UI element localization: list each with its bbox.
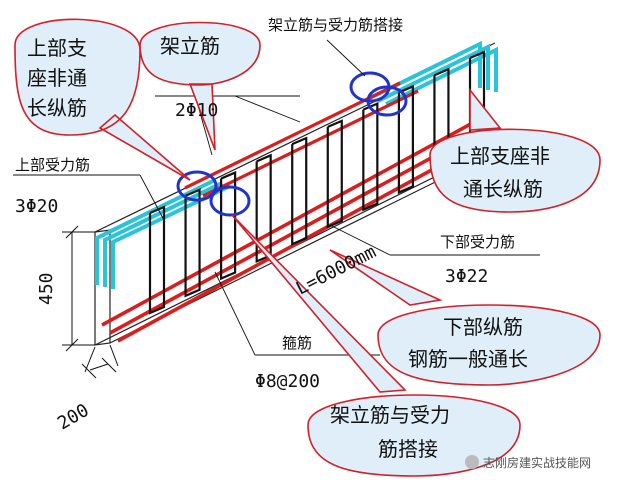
stirrup <box>397 84 414 195</box>
callout-bottom-longitudinal: 下部纵筋 钢筋一般通长 <box>329 249 601 386</box>
callout-right-line-2: 通长纵筋 <box>463 177 543 201</box>
height-dimension: 450 <box>36 272 57 305</box>
top-support-bars <box>95 40 498 289</box>
callout-top-left-line-1: 上部支 <box>27 36 87 60</box>
stirrup <box>291 136 308 246</box>
callout-bottom-long-line-2: 钢筋一般通长 <box>408 347 528 371</box>
callout-top-left-support: 上部支 座非通 长纵筋 <box>14 18 191 181</box>
lap-circles <box>176 71 408 217</box>
callout-right-line-1: 上部支座非 <box>450 144 550 168</box>
stirrup <box>362 101 379 212</box>
bottom-bar-spec: 3Φ22 <box>445 266 488 287</box>
stirrup-label: 箍筋 <box>282 334 312 352</box>
callout-erection-bar-text: 架立筋 <box>160 34 220 58</box>
callout-bottom-lap-line-2: 筋搭接 <box>378 437 438 461</box>
width-dimension: 200 <box>54 400 93 434</box>
callout-top-left-line-3: 长纵筋 <box>27 96 87 120</box>
lap-top-label: 架立筋与受力筋搭接 <box>268 16 403 34</box>
top-bar-label: 上部受力筋 <box>15 156 90 174</box>
callout-right-support: 上部支座非 通长纵筋 <box>429 87 601 213</box>
stirrup <box>326 119 343 229</box>
stirrup-spec: Φ8@200 <box>255 371 320 392</box>
stirrup <box>220 170 237 281</box>
erection-spec: 2Φ10 <box>175 100 218 121</box>
callout-erection-bar: 架立筋 <box>139 21 261 151</box>
watermark: 志刚房建实战技能网 <box>465 455 591 470</box>
stirrup <box>148 205 166 315</box>
callout-bottom-long-line-1: 下部纵筋 <box>443 315 523 339</box>
watermark-text: 志刚房建实战技能网 <box>483 455 591 470</box>
wechat-icon <box>465 455 479 469</box>
callout-bottom-lap-line-1: 架立筋与受力 <box>330 403 450 427</box>
callout-top-left-line-2: 座非通 <box>27 66 87 90</box>
stirrup <box>184 188 201 298</box>
callout-bottom-lap: 架立筋与受力 筋搭接 <box>231 214 521 477</box>
top-bar-spec: 3Φ20 <box>15 196 58 217</box>
bottom-bar-label: 下部受力筋 <box>440 233 515 251</box>
dimension-lines <box>62 225 119 379</box>
